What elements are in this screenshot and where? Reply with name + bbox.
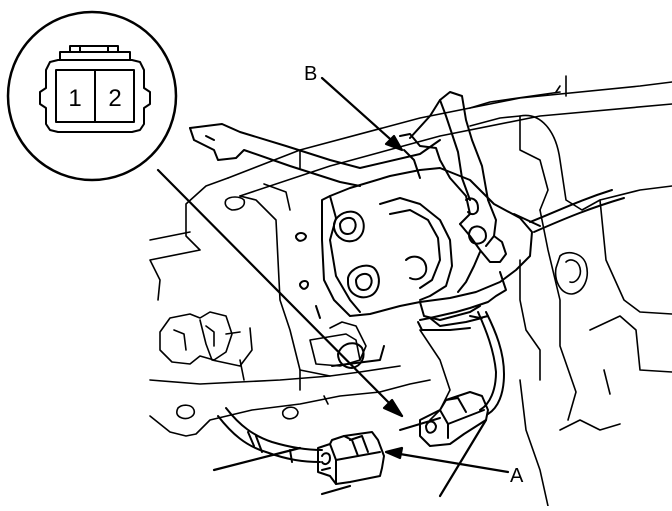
callout-a-arrowhead [384,446,404,460]
bottom-leader-left [212,446,302,472]
connector-detail-view: 1 2 [6,10,178,182]
callout-a-label: A [510,465,524,487]
detail-pointer-line [156,168,404,418]
callout-b-line [320,76,400,148]
leader-lines [156,76,510,498]
bottom-leader-right [438,418,488,498]
hood-latch-assembly [189,91,533,369]
release-cable [513,189,625,233]
callout-b-arrowhead [384,134,404,152]
pin-1-label: 1 [68,85,81,112]
switch-connector [419,391,489,447]
callout-a-line [386,450,510,474]
main-harness [217,407,323,463]
callout-b-label: B [304,63,317,85]
detail-pointer-arrowhead [382,398,404,418]
pin-2-label: 2 [108,85,121,112]
detail-circle [6,10,178,182]
bottom-leader-lower [320,484,352,496]
radiator-support-panel [149,75,672,507]
harness-connector-a [317,431,385,485]
connector-face [39,45,151,133]
